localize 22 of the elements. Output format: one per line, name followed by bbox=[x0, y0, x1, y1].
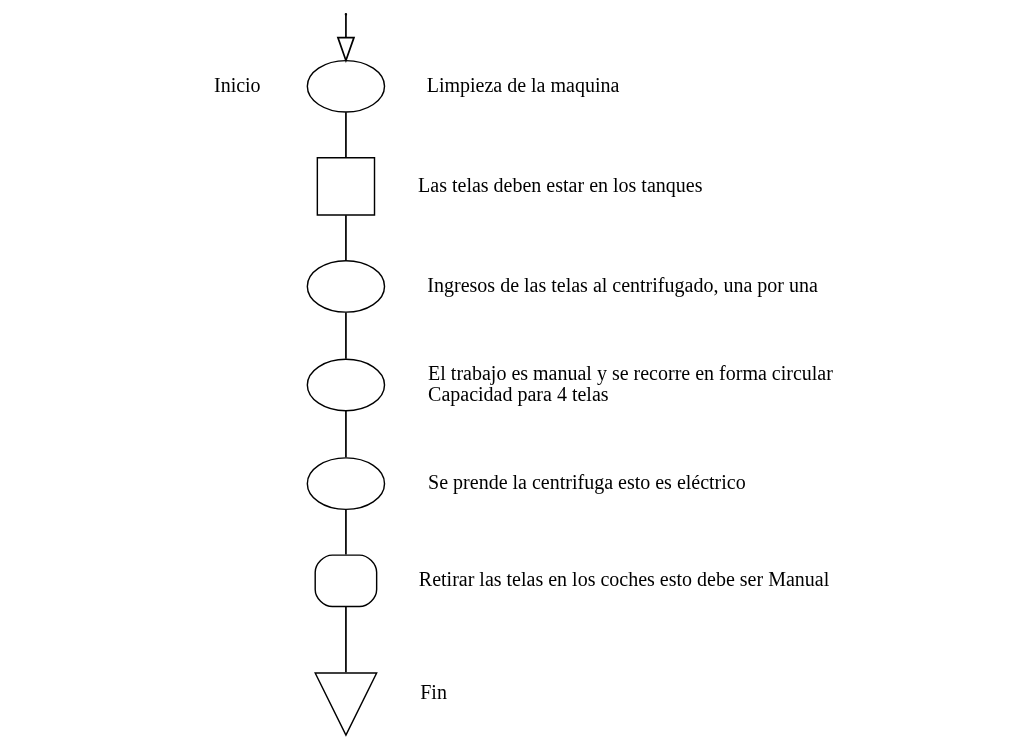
node-delay bbox=[314, 554, 377, 608]
node-circle bbox=[306, 59, 385, 113]
node-circle bbox=[306, 358, 385, 412]
connector bbox=[344, 214, 347, 262]
node-label: Retirar las telas en los coches esto debe ser Manual bbox=[418, 568, 829, 591]
node-label: Limpieza de la maquina bbox=[426, 73, 619, 96]
arrow bbox=[336, 14, 355, 64]
connector bbox=[344, 410, 347, 459]
node-box bbox=[316, 157, 375, 216]
node-triangle bbox=[313, 672, 378, 737]
node-label: Fin bbox=[419, 681, 447, 704]
connector bbox=[344, 111, 347, 159]
node-circle bbox=[306, 457, 385, 511]
connector bbox=[344, 605, 347, 674]
node-label: Ingresos de las telas al centrifugado, una por una bbox=[426, 273, 818, 296]
connector bbox=[344, 509, 347, 556]
node-label: El trabajo es manual y se recorre en forma circular bbox=[427, 361, 833, 384]
node-label: Las telas deben estar en los tanques bbox=[417, 173, 702, 196]
node-circle bbox=[306, 259, 385, 313]
node-label: Se prende la centrifuga esto es eléctrico bbox=[427, 470, 746, 493]
label: Inicio bbox=[213, 73, 261, 96]
connector bbox=[344, 311, 347, 360]
